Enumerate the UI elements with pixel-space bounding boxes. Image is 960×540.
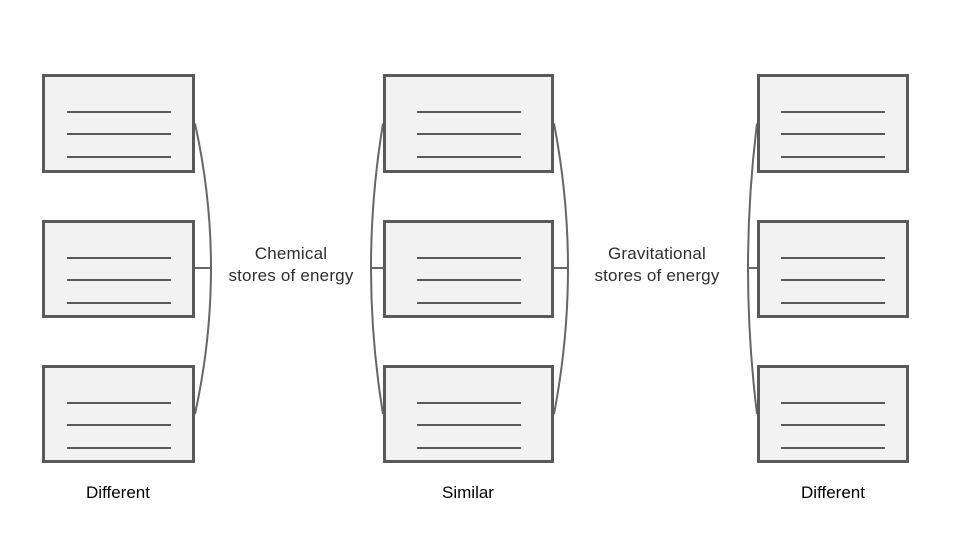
writing-line: [781, 424, 885, 426]
writing-line: [416, 402, 521, 404]
connector-path: [553, 267, 569, 415]
writing-line: [66, 156, 171, 158]
writing-line: [66, 111, 171, 113]
connector-stroke-group: [194, 123, 758, 415]
writing-line: [416, 111, 521, 113]
writing-line: [781, 302, 885, 304]
writing-line: [416, 447, 521, 449]
writing-line: [416, 257, 521, 259]
connector-label-chemical-line1: Chemical: [254, 244, 328, 263]
connector-label-chemical-line2: stores of energy: [228, 266, 354, 285]
note-box-left-3[interactable]: [42, 365, 195, 463]
writing-line: [416, 302, 521, 304]
note-box-middle-3[interactable]: [383, 365, 554, 463]
note-box-middle-2[interactable]: [383, 220, 554, 318]
writing-line: [781, 447, 885, 449]
connector-path: [194, 123, 212, 269]
writing-line: [781, 111, 885, 113]
connector-path: [194, 267, 212, 415]
writing-line: [66, 447, 171, 449]
note-box-right-1[interactable]: [757, 74, 909, 173]
connector-path: [370, 267, 384, 415]
note-box-left-1[interactable]: [42, 74, 195, 173]
writing-line: [66, 424, 171, 426]
note-box-right-3[interactable]: [757, 365, 909, 463]
connector-label-gravitational-line1: Gravitational: [607, 244, 707, 263]
connector-label-gravitational: Gravitational stores of energy: [562, 243, 752, 287]
writing-line: [781, 156, 885, 158]
writing-line: [416, 424, 521, 426]
connector-label-gravitational-line2: stores of energy: [594, 266, 720, 285]
connector-path: [553, 123, 569, 269]
writing-line: [66, 279, 171, 281]
writing-line: [416, 133, 521, 135]
column-label-different-left: Different: [86, 483, 150, 502]
writing-line: [66, 133, 171, 135]
writing-line: [416, 156, 521, 158]
connector-path: [370, 123, 384, 269]
note-box-middle-1[interactable]: [383, 74, 554, 173]
column-label-different-right: Different: [801, 483, 865, 502]
writing-line: [781, 279, 885, 281]
writing-line: [416, 279, 521, 281]
column-label-similar: Similar: [442, 483, 494, 502]
connector-path: [747, 267, 758, 415]
connector-label-chemical: Chemical stores of energy: [196, 243, 386, 287]
writing-line: [781, 257, 885, 259]
writing-line: [781, 402, 885, 404]
note-box-left-2[interactable]: [42, 220, 195, 318]
writing-line: [66, 257, 171, 259]
note-box-right-2[interactable]: [757, 220, 909, 318]
writing-line: [66, 402, 171, 404]
connector-path: [747, 123, 758, 269]
writing-line: [781, 133, 885, 135]
writing-line: [66, 302, 171, 304]
